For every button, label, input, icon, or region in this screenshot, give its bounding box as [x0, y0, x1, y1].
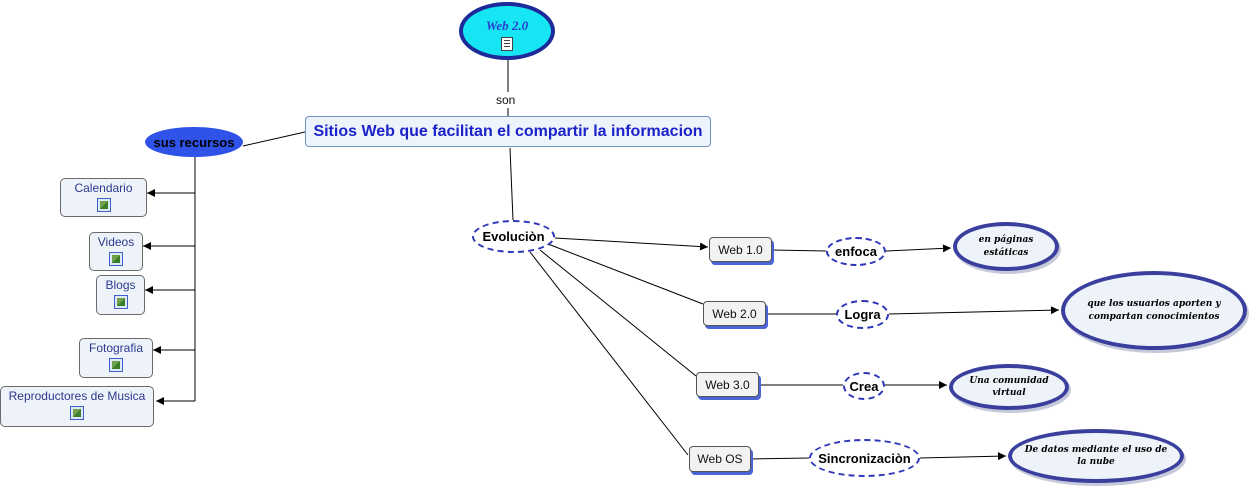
verb-crea[interactable]: Crea [843, 372, 885, 400]
result-paginas-estaticas[interactable]: en páginas estáticas [953, 222, 1059, 271]
root-label: Web 2.0 [485, 18, 529, 33]
verb-sincronizacion[interactable]: Sincronizaciòn [809, 439, 920, 477]
verb-logra[interactable]: Logra [836, 300, 889, 329]
evo-arrow-web10 [554, 237, 709, 251]
resource-label: Reproductores de Musica [8, 389, 146, 403]
evo-line-web20 [547, 243, 704, 305]
result-usuarios-aportan[interactable]: que los usuarios aporten y compartan con… [1061, 271, 1247, 350]
resources-node[interactable]: sus recursos [145, 127, 243, 157]
version-web-3-0[interactable]: Web 3.0 [696, 372, 759, 397]
resource-label: Calendario [74, 181, 133, 195]
image-icon[interactable] [109, 358, 123, 373]
image-icon[interactable] [109, 252, 123, 267]
evo-line-webos [529, 251, 689, 456]
image-icon[interactable] [113, 295, 128, 310]
version-web-2-0[interactable]: Web 2.0 [703, 301, 766, 326]
verb-to-result-1 [885, 244, 952, 253]
version-web-1-0[interactable]: Web 1.0 [709, 237, 772, 262]
resource-label: Blogs [105, 278, 136, 292]
line-main-evolution [509, 147, 514, 221]
resource-item-blogs[interactable]: Blogs [96, 275, 145, 315]
result-comunidad-virtual[interactable]: Una comunidad virtual [949, 364, 1069, 410]
webos-to-verb [750, 457, 810, 460]
line-main-resources [242, 131, 306, 147]
main-concept-node[interactable]: Sitios Web que facilitan el compartir la… [305, 116, 711, 147]
resource-item-reproductores[interactable]: Reproductores de Musica [0, 386, 154, 427]
resource-item-calendario[interactable]: Calendario [60, 178, 147, 217]
root-node[interactable]: Web 2.0 [459, 2, 555, 60]
verb-enfoca[interactable]: enfoca [826, 237, 886, 266]
link-label-son: son [494, 93, 518, 107]
evolution-node[interactable]: Evoluciòn [472, 220, 555, 253]
resource-label: Fotografia [88, 341, 144, 355]
resource-item-fotografia[interactable]: Fotografia [79, 338, 153, 378]
web10-to-verb [771, 249, 827, 252]
evo-line-web30 [539, 249, 697, 377]
version-web-os[interactable]: Web OS [689, 446, 751, 472]
result-datos-nube[interactable]: De datos mediante el uso de la nube [1008, 429, 1184, 483]
verb-to-result-4 [919, 452, 1007, 461]
document-icon[interactable] [501, 37, 513, 51]
verb-to-result-2 [888, 306, 1060, 315]
resource-label: Videos [97, 235, 135, 249]
image-icon[interactable] [96, 198, 111, 213]
image-icon[interactable] [70, 406, 84, 421]
resource-item-videos[interactable]: Videos [89, 232, 143, 271]
